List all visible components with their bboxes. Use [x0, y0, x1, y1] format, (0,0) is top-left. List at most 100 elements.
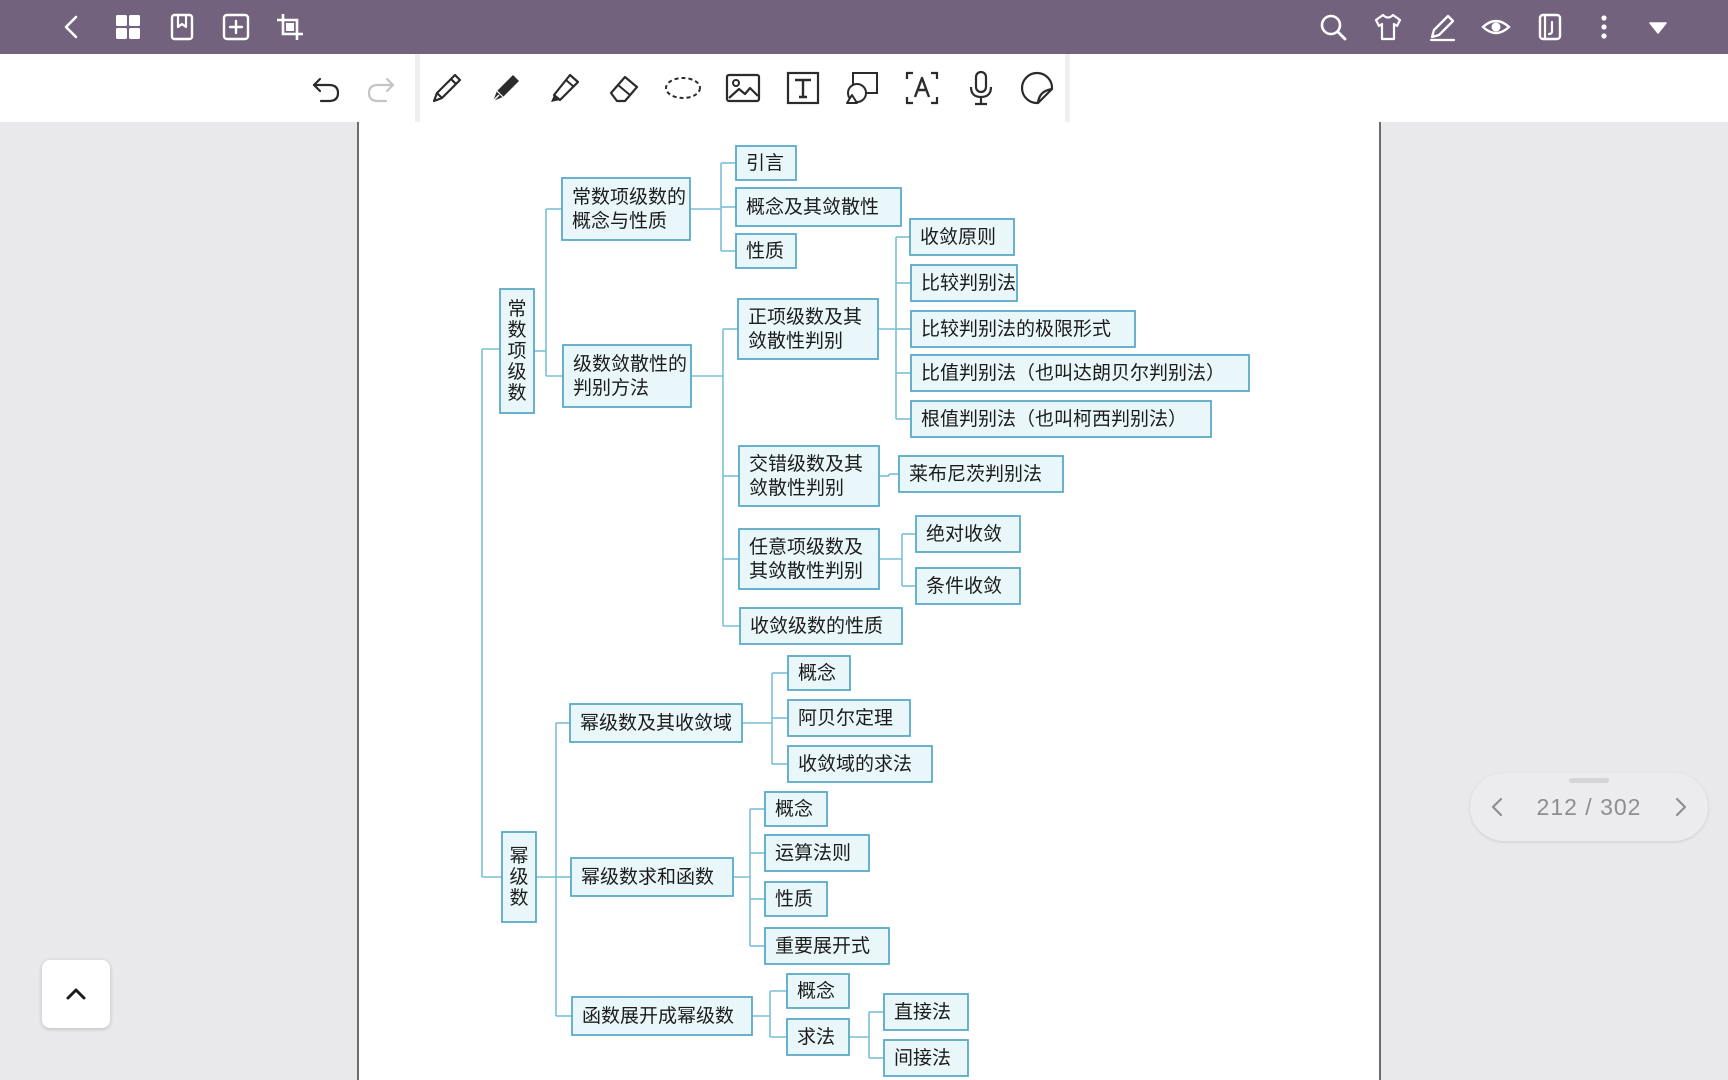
mindmap-node-n-s-exp: 重要展开式: [764, 927, 890, 965]
read-mode-button[interactable]: [1476, 7, 1516, 47]
eraser-tool[interactable]: [601, 65, 647, 111]
theme-shirt-icon: [1374, 13, 1402, 41]
node-box: [735, 233, 797, 269]
mindmap-node-root2: 幂级数: [501, 831, 537, 923]
node-label-line: 正项级数及其: [748, 306, 862, 328]
node-box: [786, 1018, 850, 1056]
node-box: [764, 927, 890, 965]
pen-tool[interactable]: [424, 65, 470, 111]
undo-button[interactable]: [303, 65, 349, 111]
edit-pen-icon: [1429, 14, 1456, 42]
node-label: 根值判别法（也叫柯西判别法）: [921, 408, 1187, 430]
fountain-pen-tool[interactable]: [483, 65, 529, 111]
node-label: 收敛原则: [920, 226, 996, 248]
mindmap-node-n-leib: 莱布尼茨判别法: [898, 455, 1064, 493]
redo-icon: [367, 77, 395, 103]
mindmap-node-n-pow1: 幂级数及其收敛域: [569, 703, 743, 743]
node-box: [570, 857, 734, 897]
node-label-line: 概念与性质: [572, 209, 667, 232]
edit-mode-button[interactable]: [1422, 7, 1462, 47]
mindmap-node-n-pow2: 幂级数求和函数: [570, 857, 734, 897]
node-label: 莱布尼茨判别法: [909, 463, 1042, 485]
node-box: [787, 745, 933, 783]
node-box: [571, 996, 753, 1036]
toolbar-separator: [1065, 54, 1070, 122]
node-boxes: 常数项级数幂级数常数项级数的概念与性质引言概念及其敛散性性质级数敛散性的判别方法…: [499, 145, 1250, 1077]
pager-drag-handle[interactable]: [1569, 778, 1609, 783]
dropdown-triangle-icon: [1649, 22, 1667, 34]
node-box: [915, 567, 1021, 605]
node-box: [883, 1039, 969, 1077]
node-box: [562, 344, 692, 408]
mindmap-node-n-s-rule: 运算法则: [764, 834, 870, 872]
node-label: 性质: [746, 240, 784, 262]
node-box: [739, 607, 903, 645]
node-label: 求法: [797, 1026, 835, 1048]
node-box: [764, 791, 828, 827]
search-button[interactable]: [1313, 7, 1353, 47]
node-label: 条件收敛: [926, 575, 1002, 597]
lasso-tool[interactable]: [660, 65, 706, 111]
toolbar-separator: [415, 54, 420, 122]
sticker-tool[interactable]: [1014, 65, 1060, 111]
add-page-button[interactable]: [216, 7, 256, 47]
theme-button[interactable]: [1368, 7, 1408, 47]
node-label-line: 任意项级数及: [749, 536, 863, 558]
node-box: [569, 703, 743, 743]
mindmap-node-n-cond: 条件收敛: [915, 567, 1021, 605]
mindmap-node-n-intro: 引言: [735, 145, 797, 181]
node-label: 函数展开成幂级数: [582, 1005, 734, 1027]
page-number-label[interactable]: 212 / 302: [1536, 794, 1642, 820]
more-button[interactable]: [1584, 7, 1624, 47]
node-label: 概念: [798, 661, 836, 684]
microphone-tool[interactable]: [958, 65, 1004, 111]
node-label: 幂级数及其收敛域: [580, 712, 732, 734]
node-label: 阿贝尔定理: [798, 707, 893, 729]
previous-page-button[interactable]: [1482, 791, 1514, 823]
node-box: [910, 264, 1018, 302]
more-vertical-icon: [1601, 15, 1607, 39]
back-icon: [64, 15, 78, 39]
mindmap-node-n-p5: 根值判别法（也叫柯西判别法）: [910, 400, 1212, 438]
eraser-icon: [609, 75, 639, 103]
crop-icon: [277, 14, 303, 40]
image-tool[interactable]: [720, 65, 766, 111]
notebook-button[interactable]: [1530, 7, 1570, 47]
chevron-left-icon: [1491, 797, 1503, 817]
grid-view-button[interactable]: [108, 7, 148, 47]
text-recognition-tool[interactable]: [899, 65, 945, 111]
back-button[interactable]: [52, 7, 92, 47]
mindmap-node-n-convprop: 收敛级数的性质: [739, 607, 903, 645]
node-box: [786, 973, 850, 1009]
chevron-up-icon: [66, 988, 86, 1000]
node-box: [501, 831, 537, 923]
node-box: [764, 834, 870, 872]
node-label-char: 常: [507, 298, 526, 320]
dropdown-button[interactable]: [1638, 7, 1678, 47]
crop-button[interactable]: [270, 7, 310, 47]
highlighter-tool[interactable]: [542, 65, 588, 111]
image-icon: [725, 73, 761, 103]
scroll-to-top-button[interactable]: [42, 960, 110, 1028]
node-box: [499, 288, 535, 414]
node-label: 比较判别法的极限形式: [921, 318, 1111, 340]
next-page-button[interactable]: [1664, 791, 1696, 823]
node-label-char: 级: [509, 866, 528, 888]
redo-button[interactable]: [358, 65, 404, 111]
node-label: 概念: [797, 979, 835, 1002]
shape-tool[interactable]: [839, 65, 885, 111]
text-box-tool[interactable]: [780, 65, 826, 111]
bookmark-icon: [170, 13, 194, 41]
shape-icon: [846, 72, 878, 104]
bookmark-button[interactable]: [162, 7, 202, 47]
node-box: [787, 699, 911, 737]
mindmap-node-n-p2: 比较判别法: [910, 264, 1018, 302]
mindmap-node-n-s-prop: 性质: [764, 881, 828, 917]
mindmap-node-n-p3: 比较判别法的极限形式: [910, 310, 1136, 348]
top-app-bar: [0, 0, 1728, 54]
node-label: 概念及其敛散性: [746, 195, 879, 218]
series-mind-map: 常数项级数幂级数常数项级数的概念与性质引言概念及其敛散性性质级数敛散性的判别方法…: [481, 145, 1250, 1077]
